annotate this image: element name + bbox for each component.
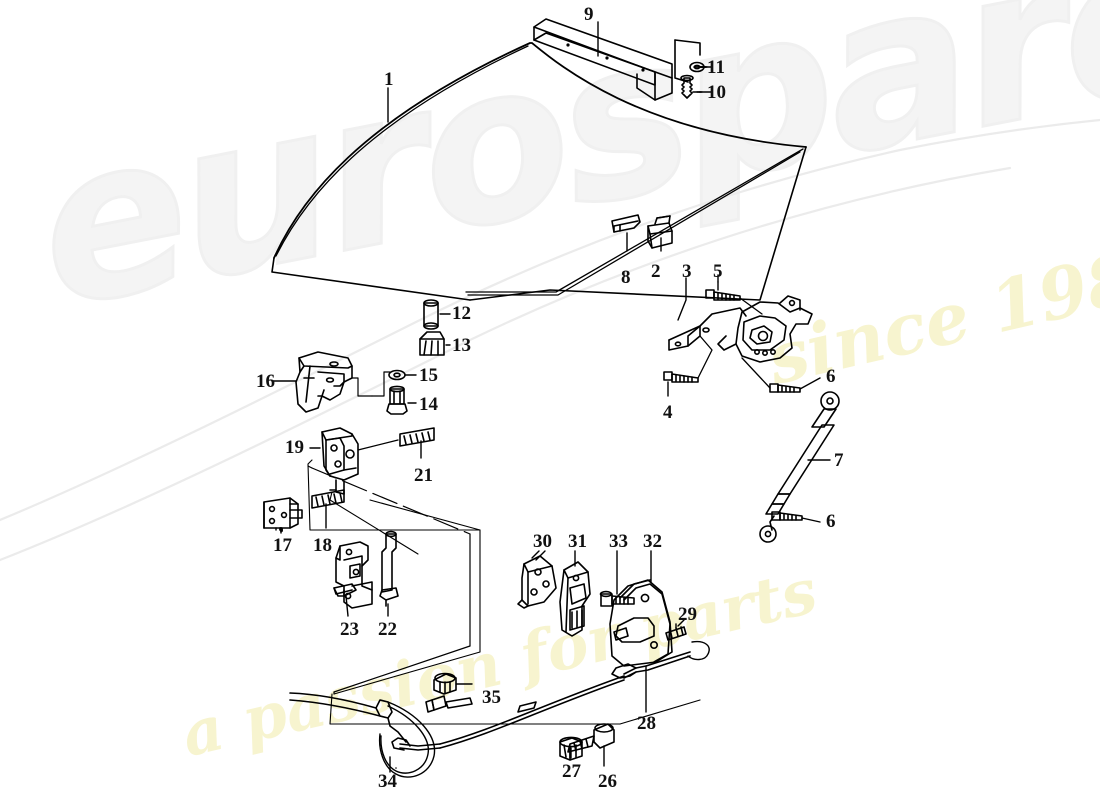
callout-4[interactable]: 4 [663, 402, 673, 423]
callout-13[interactable]: 13 [452, 335, 471, 356]
callout-18[interactable]: 18 [313, 535, 332, 556]
callout-35[interactable]: 35 [482, 687, 501, 708]
callout-1[interactable]: 1 [384, 69, 394, 90]
callout-29[interactable]: 29 [678, 604, 697, 625]
callout-3[interactable]: 3 [682, 261, 692, 282]
callout-14[interactable]: 14 [419, 394, 438, 415]
callout-6-lower[interactable]: 6 [826, 511, 836, 532]
callout-5[interactable]: 5 [713, 261, 723, 282]
callout-31[interactable]: 31 [568, 531, 587, 552]
callout-11[interactable]: 11 [707, 57, 725, 78]
callout-17[interactable]: 17 [273, 535, 292, 556]
callout-23[interactable]: 23 [340, 619, 359, 640]
callout-12[interactable]: 12 [452, 303, 471, 324]
callout-21[interactable]: 21 [414, 465, 433, 486]
callout-33[interactable]: 33 [609, 531, 628, 552]
callout-26[interactable]: 26 [598, 771, 617, 792]
callout-7[interactable]: 7 [834, 450, 844, 471]
callout-15[interactable]: 15 [419, 365, 438, 386]
callout-19[interactable]: 19 [285, 437, 304, 458]
callout-16[interactable]: 16 [256, 371, 275, 392]
callout-27[interactable]: 27 [562, 761, 581, 782]
callout-28[interactable]: 28 [637, 713, 656, 734]
callout-9[interactable]: 9 [584, 4, 594, 25]
callout-6-upper[interactable]: 6 [826, 366, 836, 387]
callout-30[interactable]: 30 [533, 531, 552, 552]
callout-8[interactable]: 8 [621, 267, 631, 288]
callout-32[interactable]: 32 [643, 531, 662, 552]
callout-22[interactable]: 22 [378, 619, 397, 640]
callout-34[interactable]: 34 [378, 771, 397, 792]
callout-10[interactable]: 10 [707, 82, 726, 103]
callout-2[interactable]: 2 [651, 261, 661, 282]
